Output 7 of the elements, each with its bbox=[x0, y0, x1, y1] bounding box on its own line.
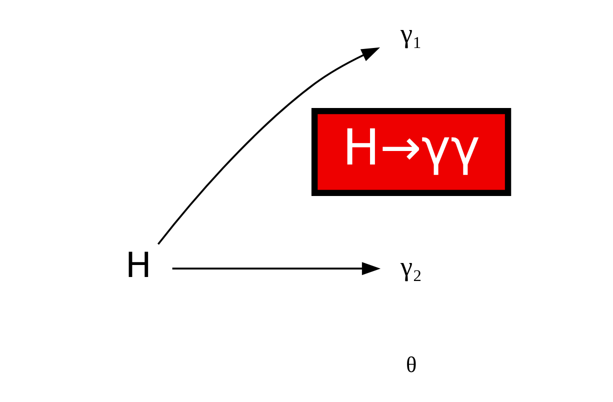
arrow bbox=[172, 262, 381, 276]
node-text: H bbox=[125, 246, 152, 286]
node-text: γ₂ bbox=[400, 252, 422, 282]
label: θ bbox=[406, 352, 417, 378]
node-box: H→γγ bbox=[311, 108, 512, 196]
arrow bbox=[157, 47, 380, 245]
node-text: γ₁ bbox=[400, 18, 422, 48]
